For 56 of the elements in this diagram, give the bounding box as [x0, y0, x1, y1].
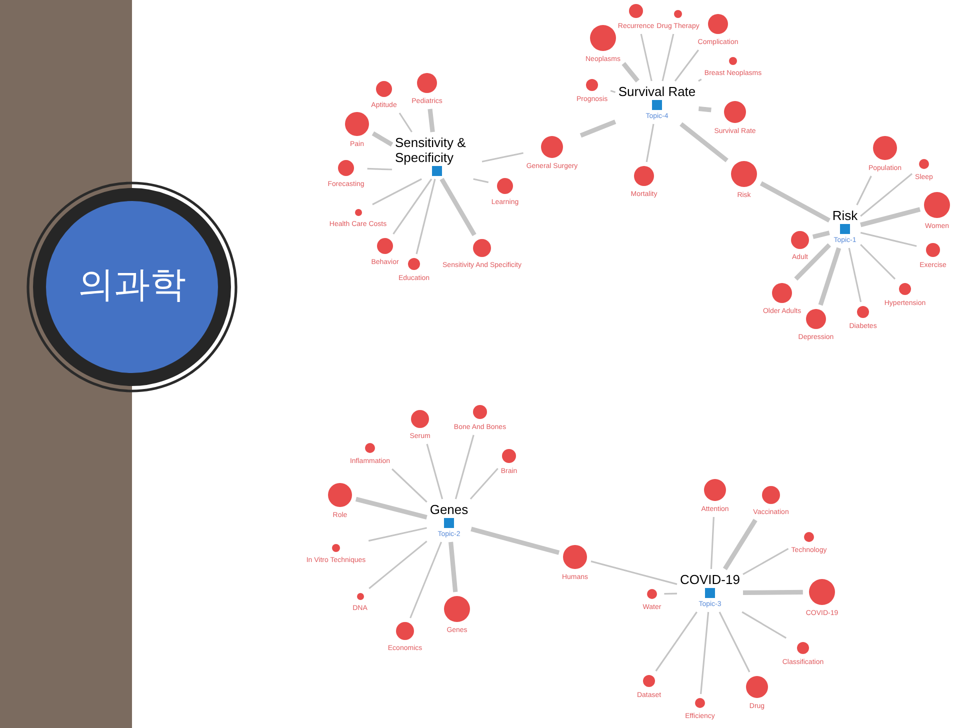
connector-line [718, 612, 750, 672]
badge-title: 의과학 [78, 264, 186, 306]
connector-line [812, 230, 830, 240]
topic-label: Sensitivity & Specificity [395, 135, 467, 165]
connector-line [742, 590, 803, 595]
connector-line [742, 611, 786, 639]
topic-label: Survival Rate [618, 84, 696, 99]
connector-line [860, 207, 921, 228]
connector-line [698, 78, 702, 82]
connector-line [680, 122, 728, 162]
connector-line [580, 120, 616, 138]
connector-line [860, 244, 896, 280]
connector-line [473, 178, 489, 184]
connector-line [700, 612, 710, 694]
connector-line [440, 178, 476, 236]
connector-line [742, 548, 789, 575]
connector-line [860, 173, 912, 217]
connector-line [794, 243, 832, 281]
connector-line [392, 178, 432, 234]
connector-line [398, 112, 412, 132]
connector-line [470, 526, 560, 555]
connector-line [372, 131, 394, 147]
topic-label: Genes [430, 502, 468, 517]
connector-line [655, 612, 698, 672]
connector-line [646, 124, 654, 162]
connector-line [860, 232, 917, 247]
connector-line [610, 90, 616, 93]
connector-line [426, 444, 444, 500]
connector-line [482, 152, 524, 162]
connector-line [848, 248, 862, 302]
connector-line [662, 34, 674, 82]
connector-line [674, 50, 700, 82]
connector-line [416, 178, 436, 254]
connector-line [392, 468, 428, 503]
connector-line [372, 178, 422, 206]
connector-line [448, 542, 458, 592]
connector-line [664, 592, 678, 595]
connector-line [698, 106, 712, 112]
connector-line [368, 540, 428, 590]
connector-line [640, 34, 652, 82]
connector-line [454, 434, 474, 500]
connector-line [355, 496, 428, 520]
connector-line [428, 108, 435, 132]
connector-line [367, 168, 392, 170]
connector-line [470, 468, 498, 500]
connector-line [590, 560, 678, 585]
connector-line [368, 527, 427, 542]
connector-line [410, 542, 442, 618]
connector-line [856, 176, 872, 206]
connector-line [722, 518, 758, 570]
connector-line [622, 62, 640, 82]
topic-label: COVID-19 [680, 572, 740, 587]
connector-line [760, 181, 830, 223]
connector-line [818, 247, 842, 306]
topic-label: Risk [832, 208, 858, 223]
connector-line [710, 516, 714, 570]
